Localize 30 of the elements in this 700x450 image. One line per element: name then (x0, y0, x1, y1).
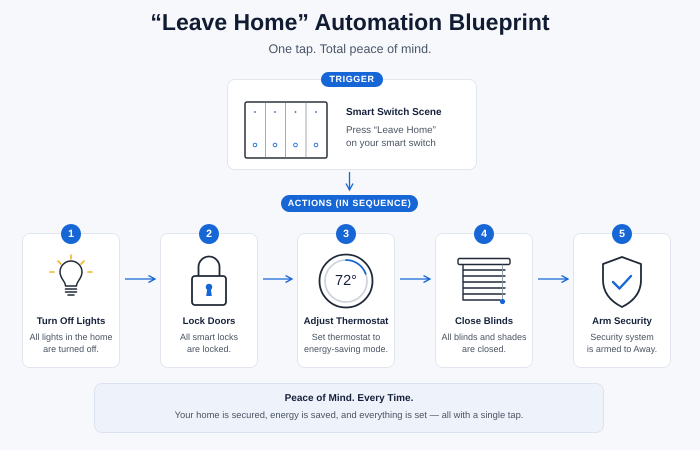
step-number-badge: 5 (612, 224, 632, 244)
step-title: Lock Doors (182, 316, 236, 327)
trigger-tag: TRIGGER (321, 72, 383, 87)
step-title: Adjust Thermostat (304, 316, 388, 327)
arrow (538, 274, 569, 284)
step-description: Set thermostat to energy-saving mode. (302, 331, 390, 355)
page-subtitle: One tap. Total peace of mind. (268, 42, 432, 56)
step-description: All lights in the home are turned off. (28, 331, 114, 355)
step-title: Arm Security (592, 316, 652, 327)
step-title: Close Blinds (454, 316, 514, 327)
arrow (263, 274, 293, 284)
step-number-badge: 1 (61, 224, 81, 244)
summary-title: Peace of Mind. Every Time. (284, 393, 414, 404)
scene-description: Press “Leave Home” on your smart switch (346, 125, 437, 150)
scene-title: Smart Switch Scene (346, 107, 442, 118)
arrow (345, 172, 354, 191)
step-number-badge: 3 (336, 224, 356, 244)
step-description: All smart locks are locked. (178, 331, 239, 355)
step-number-badge: 2 (199, 224, 219, 244)
section-tag: ACTIONS (IN SEQUENCE) (281, 195, 418, 212)
page-title: “Leave Home” Automation Blueprint (150, 9, 550, 36)
summary-panel (94, 383, 604, 433)
step-number-badge: 4 (474, 224, 494, 244)
arrow (125, 274, 156, 284)
step-description: All blinds and shades are closed. (440, 331, 528, 355)
arrow (400, 274, 431, 284)
step-description: Security system is armed to Away. (586, 331, 658, 355)
step-title: Turn Off Lights (36, 316, 106, 327)
summary-text: Your home is secured, energy is saved, and everything is set — all with a single tap. (174, 409, 524, 420)
temperature-reading: 72° (335, 273, 357, 289)
